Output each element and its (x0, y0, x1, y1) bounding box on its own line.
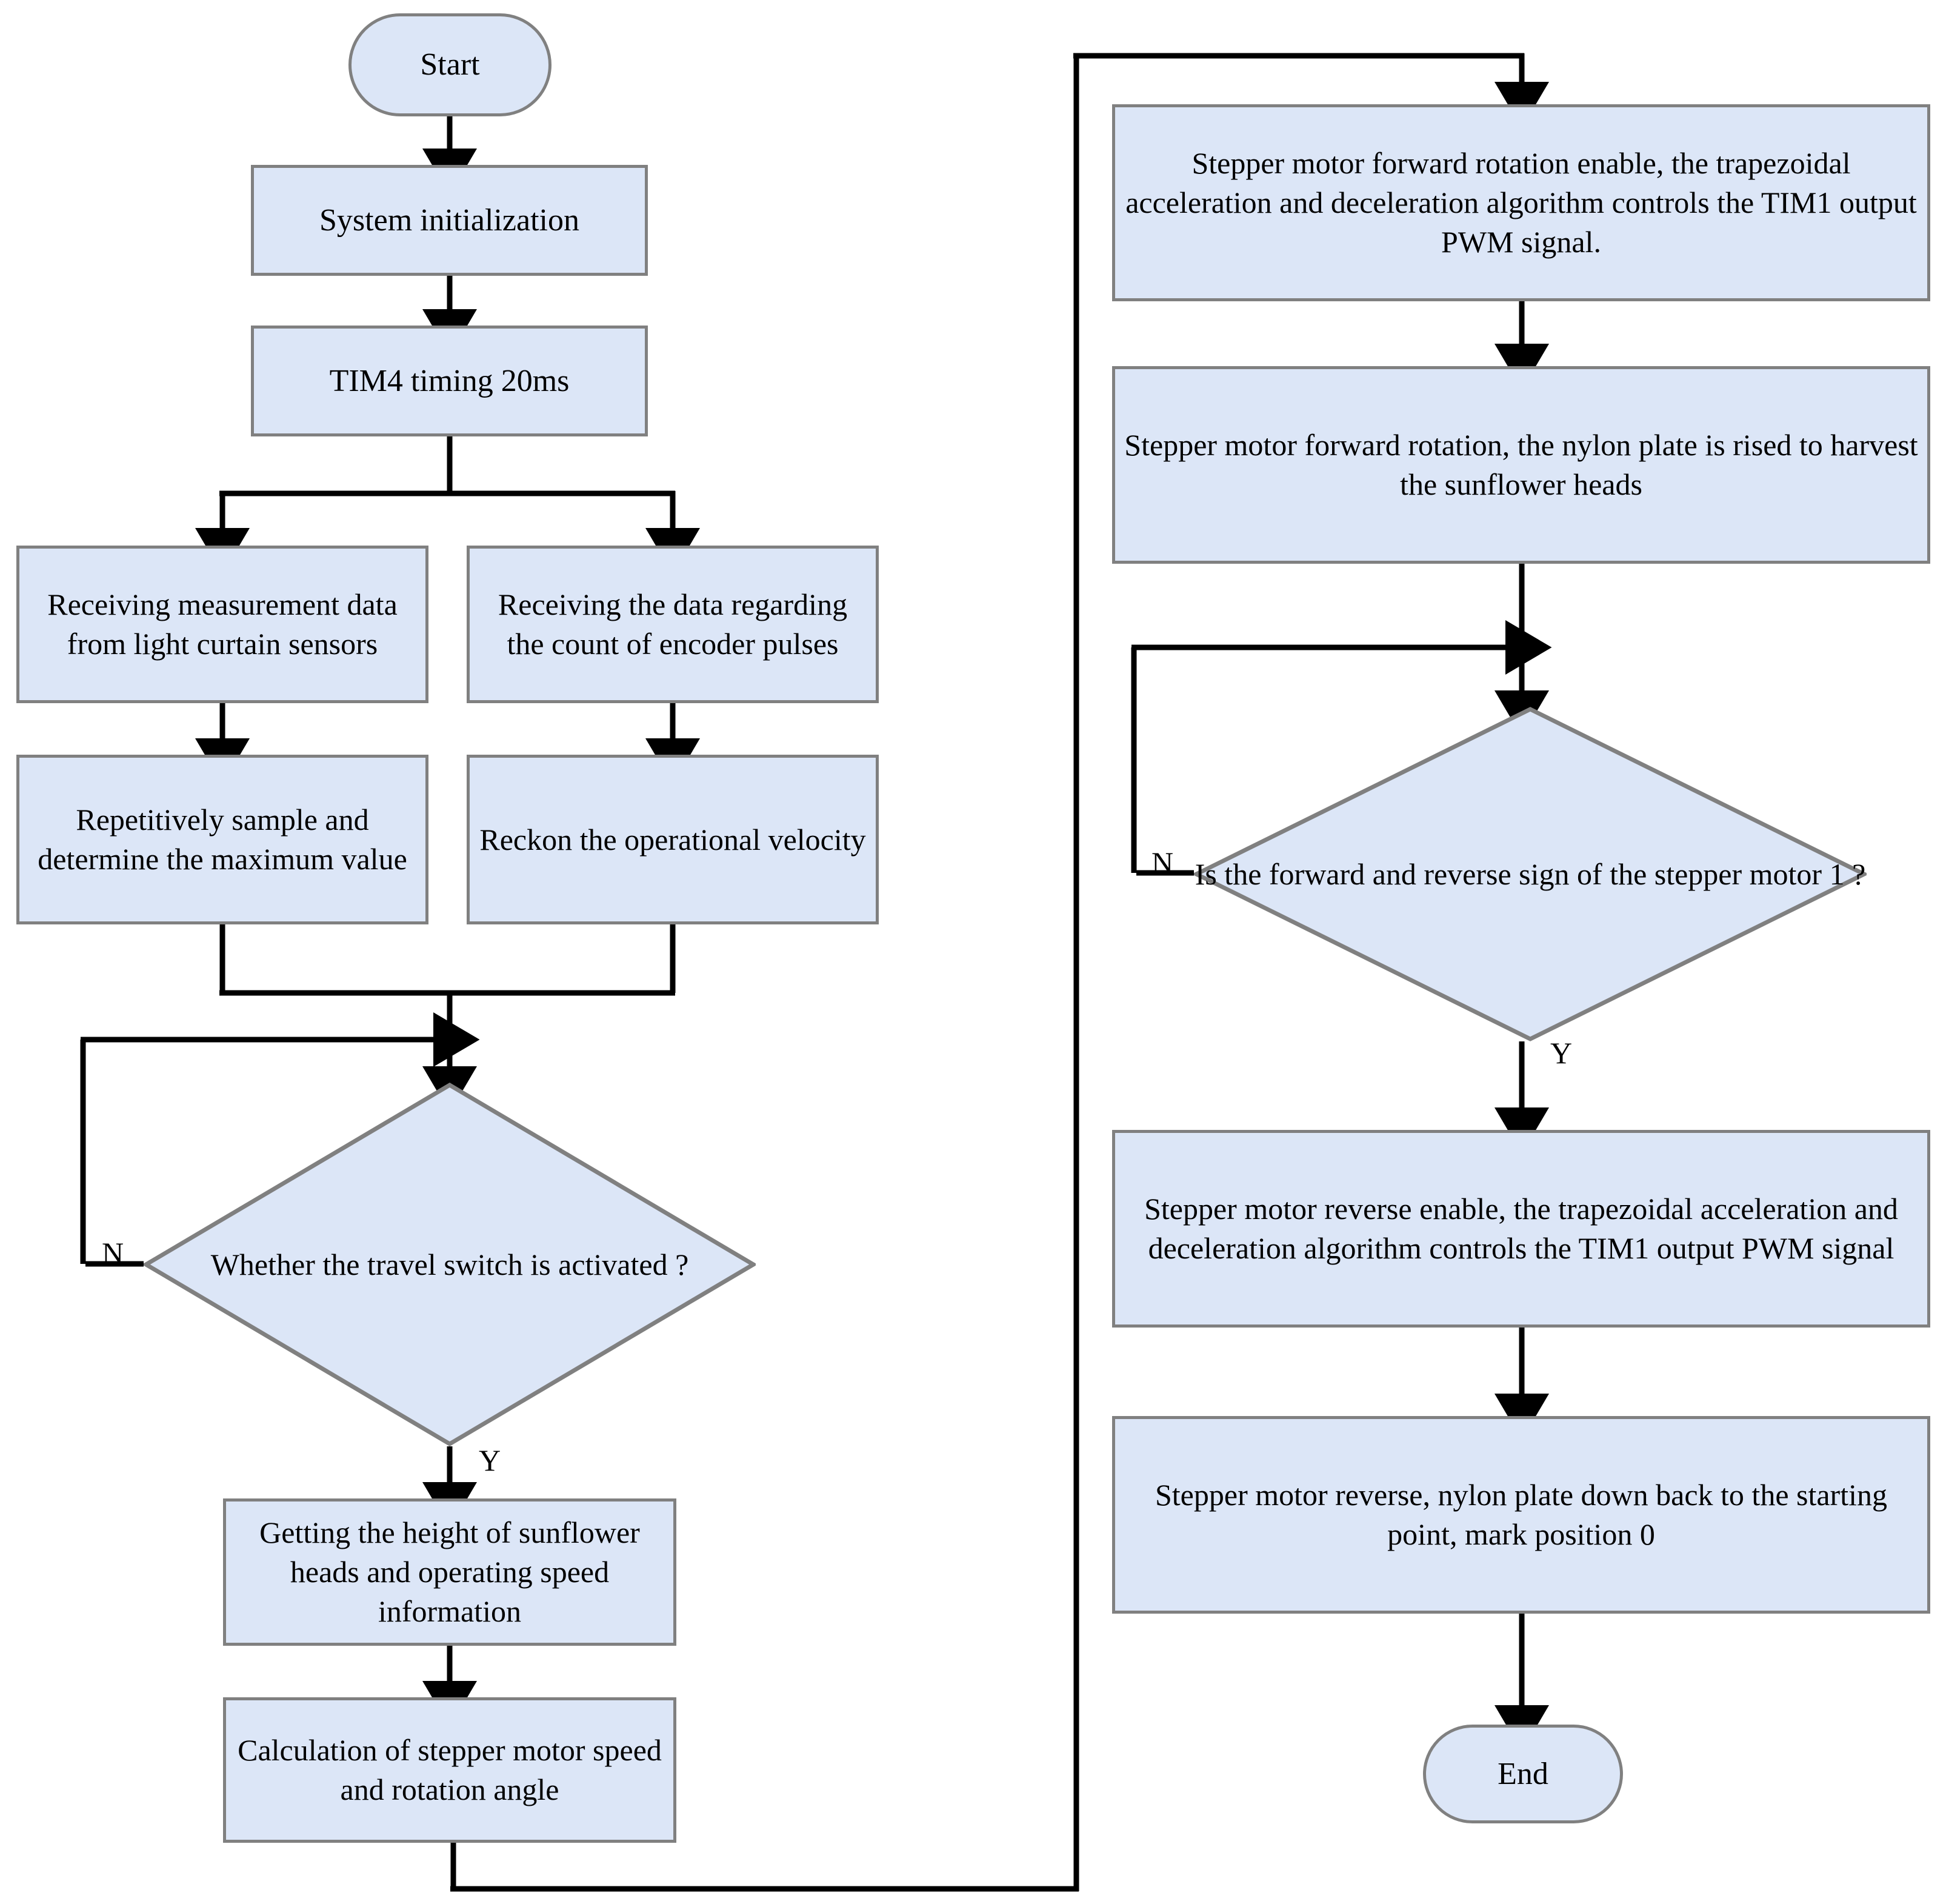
node-forward-rotation-enable[interactable]: Stepper motor forward rotation enable, t… (1112, 104, 1930, 301)
node-calculate-motor-speed-angle[interactable]: Calculation of stepper motor speed and r… (223, 1697, 676, 1843)
diamond-shape (144, 1083, 756, 1446)
node-reckon-velocity[interactable]: Reckon the operational velocity (467, 755, 879, 924)
node-receive-encoder-pulses[interactable]: Receiving the data regarding the count o… (467, 546, 879, 703)
edge-label-sign-yes: Y (1550, 1036, 1573, 1070)
node-end[interactable]: End (1423, 1725, 1623, 1823)
node-sample-maximum[interactable]: Repetitively sample and determine the ma… (16, 755, 428, 924)
node-reverse-enable[interactable]: Stepper motor reverse enable, the trapez… (1112, 1130, 1930, 1328)
edge-label-travel-switch-no: N (102, 1236, 124, 1270)
node-start[interactable]: Start (348, 13, 551, 116)
node-travel-switch-decision-label: Whether the travel switch is activated ? (210, 1247, 689, 1281)
edge-label-travel-switch-yes: Y (479, 1443, 501, 1477)
node-forward-rotation-harvest[interactable]: Stepper motor forward rotation, the nylo… (1112, 366, 1930, 564)
edge-label-sign-no: N (1151, 846, 1174, 880)
node-receive-light-curtain[interactable]: Receiving measurement data from light cu… (16, 546, 428, 703)
node-reverse-rotation-home[interactable]: Stepper motor reverse, nylon plate down … (1112, 1416, 1930, 1614)
node-motor-sign-decision[interactable]: Is the forward and reverse sign of the s… (1194, 707, 1867, 1041)
node-system-initialization[interactable]: System initialization (251, 165, 648, 276)
diamond-shape (1194, 707, 1867, 1041)
node-motor-sign-decision-label: Is the forward and reverse sign of the s… (1195, 857, 1866, 891)
node-get-height-and-speed[interactable]: Getting the height of sunflower heads an… (223, 1498, 676, 1646)
node-tim4-timing[interactable]: TIM4 timing 20ms (251, 326, 648, 436)
node-travel-switch-decision[interactable]: Whether the travel switch is activated ? (144, 1083, 756, 1446)
